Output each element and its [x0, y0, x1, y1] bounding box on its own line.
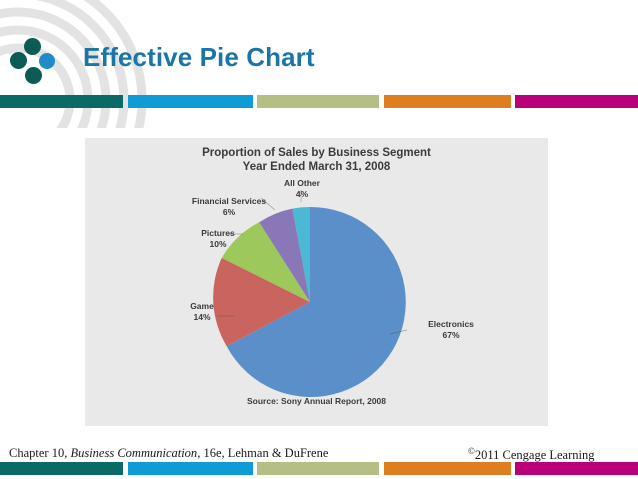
- divider-segment-sage-bottom: [257, 462, 379, 475]
- divider-segment-magenta-bottom: [515, 462, 638, 475]
- leader-line-financial: [260, 197, 276, 211]
- divider-segment-orange: [384, 95, 511, 108]
- pie-slice-game: [213, 257, 310, 347]
- divider-segment-teal-bottom: [0, 462, 123, 475]
- chart-title-line2: Year Ended March 31, 2008: [242, 161, 391, 173]
- divider-segment-sage: [257, 95, 379, 108]
- pie-label-financial-services: Financial Services 6%: [189, 196, 269, 218]
- divider-segment-magenta: [515, 95, 638, 108]
- pie-slice-electronics: [226, 206, 406, 397]
- leader-line-electronics: [389, 329, 408, 335]
- divider-segment-blue-bottom: [128, 462, 253, 475]
- divider-segment-blue: [128, 95, 253, 108]
- page-title: Effective Pie Chart: [83, 42, 315, 72]
- copyright-symbol: ©: [468, 446, 475, 456]
- pie-label-electronics: Electronics 67%: [416, 319, 486, 341]
- footer-copyright: ©2011 Cengage Learning: [468, 446, 594, 463]
- copyright-text: 2011 Cengage Learning: [474, 448, 595, 463]
- pie-label-pictures-text: Pictures: [201, 228, 235, 238]
- pie-label-financial-services-value: 6%: [222, 207, 236, 217]
- pie-label-all-other-text: All Other: [284, 178, 320, 188]
- pie-label-pictures: Pictures 10%: [187, 228, 249, 250]
- pie-label-electronics-text: Electronics: [428, 319, 474, 329]
- footer-chapter-prefix: Chapter 10,: [9, 446, 71, 460]
- pie-chart: [213, 190, 408, 397]
- logo-dots: [10, 38, 72, 86]
- divider-bar-top: [0, 95, 638, 108]
- pie-label-all-other-value: 4%: [295, 189, 309, 199]
- footer-book-title: Business Communication: [70, 446, 198, 460]
- chart-title: Proportion of Sales by Business Segment …: [85, 146, 548, 174]
- divider-segment-teal: [0, 95, 123, 108]
- pie-label-game-text: Game: [190, 301, 214, 311]
- chart-title-line1: Proportion of Sales by Business Segment: [202, 147, 431, 159]
- logo-dot-right-blue: [39, 53, 55, 69]
- chart-source-note: Source: Sony Annual Report, 2008: [246, 396, 387, 406]
- footer-chapter-credit: Chapter 10, Business Communication, 16e,…: [9, 446, 328, 461]
- logo-dot-left-teal: [10, 52, 27, 69]
- pie-label-game: Game 14%: [177, 301, 227, 323]
- divider-segment-orange-bottom: [384, 462, 511, 475]
- pie-label-pictures-value: 10%: [209, 239, 227, 249]
- pie-slice-all-other: [292, 206, 310, 302]
- pie-label-game-value: 14%: [193, 312, 211, 322]
- pie-slice-pictures: [221, 222, 310, 302]
- logo-dot-bottom-teal: [25, 67, 42, 84]
- divider-bar-bottom: [0, 462, 638, 475]
- logo-dot-top-teal: [24, 38, 41, 55]
- pie-label-electronics-value: 67%: [442, 330, 460, 340]
- chart-panel: Proportion of Sales by Business Segment …: [85, 138, 548, 426]
- pie-label-financial-services-text: Financial Services: [191, 196, 267, 206]
- pie-label-all-other: All Other 4%: [270, 178, 334, 200]
- footer-chapter-suffix: , 16e, Lehman & DuFrene: [197, 446, 329, 460]
- pie-slice-financial-services: [259, 208, 310, 302]
